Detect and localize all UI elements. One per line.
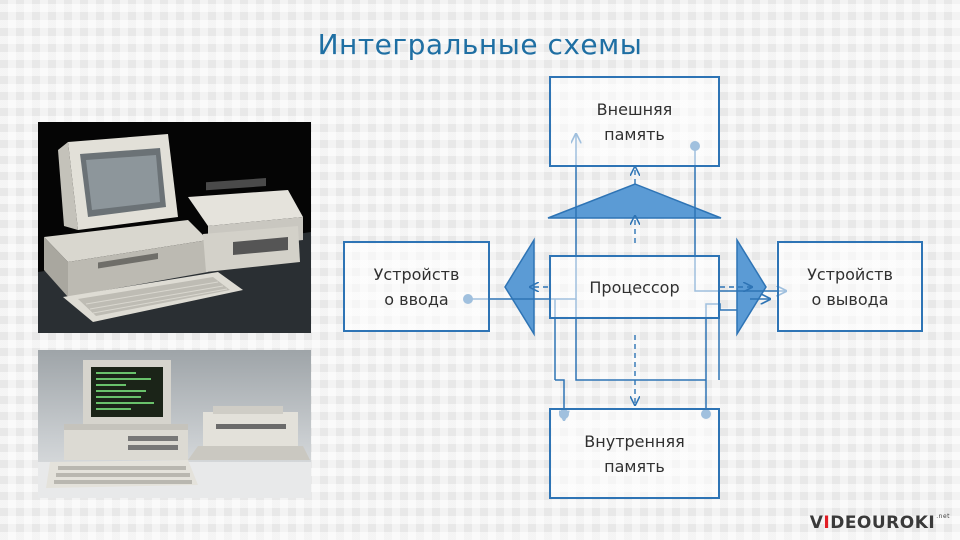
processor-label: Процессор bbox=[589, 275, 679, 300]
path-internal-to-output bbox=[706, 304, 737, 414]
external-memory-label: Внешняя память bbox=[597, 97, 673, 147]
bus-triangle-left bbox=[505, 240, 534, 334]
logo-suffix: DEOUROKI bbox=[830, 513, 935, 533]
logo-tld: .net bbox=[936, 513, 950, 520]
input-devices-box: Устройств о ввода bbox=[343, 241, 490, 332]
input-devices-label: Устройств о ввода bbox=[374, 262, 460, 312]
output-devices-label: Устройств о вывода bbox=[807, 262, 893, 312]
internal-memory-label: Внутренняя память bbox=[584, 429, 684, 479]
output-devices-box: Устройств о вывода bbox=[777, 241, 923, 332]
videouroki-logo[interactable]: VIDEOUROKI.net bbox=[810, 513, 950, 533]
internal-memory-box: Внутренняя память bbox=[549, 408, 720, 499]
external-memory-box: Внешняя память bbox=[549, 76, 720, 167]
processor-box: Процессор bbox=[549, 255, 720, 319]
logo-prefix: V bbox=[810, 513, 824, 533]
